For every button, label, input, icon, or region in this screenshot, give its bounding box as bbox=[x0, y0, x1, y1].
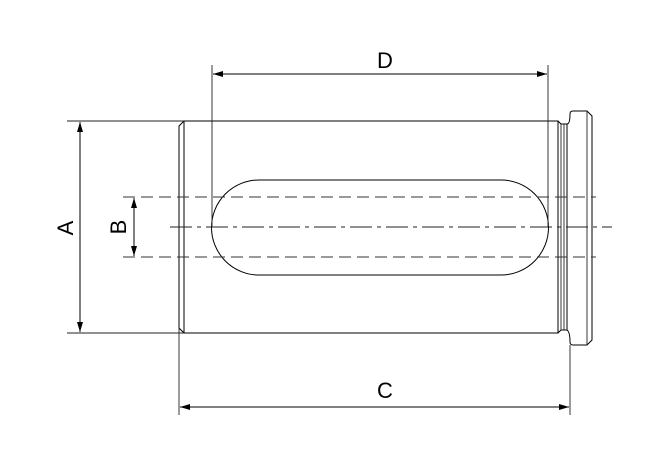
label-a: A bbox=[53, 220, 78, 235]
label-c: C bbox=[377, 378, 393, 403]
extension-lines bbox=[67, 65, 571, 415]
slot bbox=[211, 179, 549, 276]
sleeve-flange bbox=[566, 110, 593, 346]
label-d: D bbox=[377, 48, 393, 73]
label-b: B bbox=[106, 220, 131, 235]
